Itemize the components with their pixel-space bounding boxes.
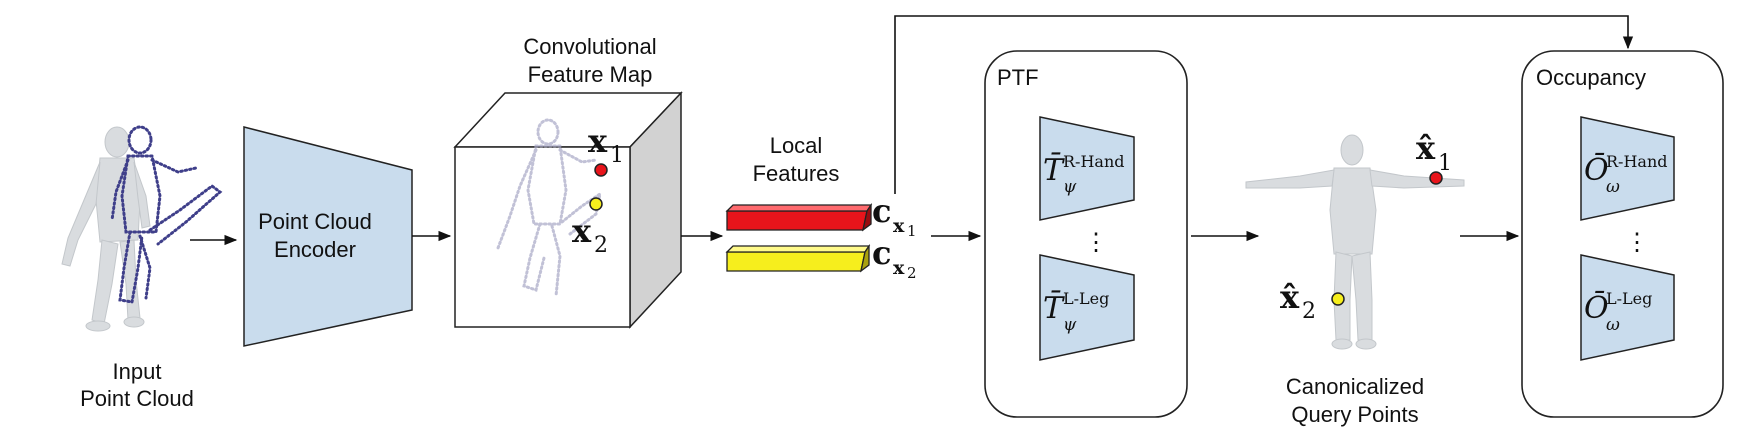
query-point-x1-label: x 1: [588, 122, 624, 168]
canonical-point-x2-yellow: [1331, 292, 1345, 306]
canonical-point-x1-label: x̂ 1: [1416, 129, 1452, 176]
ptf-r-hand-symbol: T̄ R-Hand ψ: [1043, 152, 1125, 197]
canonical-point-x2-label: x̂ 2: [1280, 278, 1316, 324]
svg-text:x: x: [572, 212, 592, 250]
canonical-body-figure: [1245, 134, 1465, 350]
ptf-r-hand-block: [1039, 116, 1135, 221]
occupancy-r-hand-symbol: Ō R-Hand ω: [1584, 152, 1668, 197]
featuremap-label-line1: Convolutional: [523, 34, 656, 59]
svg-text:ψ: ψ: [1063, 177, 1077, 197]
svg-text:T̄: T̄: [1043, 152, 1065, 188]
featuremap-label-line2: Feature Map: [528, 62, 653, 87]
local-features-label-line2: Features: [753, 161, 840, 186]
svg-text:x: x: [893, 257, 905, 279]
feature-vector-yellow: [725, 243, 871, 273]
svg-text:T̄: T̄: [1043, 290, 1065, 326]
ptf-title: PTF: [997, 65, 1039, 90]
svg-text:R-Hand: R-Hand: [1063, 152, 1125, 171]
local-features-label-line1: Local: [770, 133, 823, 158]
feature-map-cube: [453, 91, 683, 329]
feature-cx1-label: c x 1: [872, 192, 917, 240]
occupancy-l-leg-symbol: Ō L-Leg ω: [1584, 289, 1652, 335]
query-point-x2-label: x 2: [572, 212, 608, 258]
encoder-label-line2: Encoder: [274, 237, 356, 262]
input-label-line2: Point Cloud: [80, 386, 194, 411]
query-point-x1-red: [594, 163, 608, 177]
ptf-l-leg-symbol: T̄ L-Leg ψ: [1043, 289, 1109, 335]
svg-text:1: 1: [610, 143, 624, 168]
svg-text:x: x: [588, 122, 608, 160]
svg-text:Ō: Ō: [1584, 152, 1609, 188]
canonical-label-line1: Canonicalized: [1286, 374, 1424, 399]
svg-text:ω: ω: [1606, 177, 1620, 197]
svg-text:Ō: Ō: [1584, 290, 1609, 326]
svg-text:2: 2: [594, 233, 608, 258]
svg-text:x̂: x̂: [1280, 278, 1300, 316]
occupancy-title: Occupancy: [1536, 65, 1646, 90]
input-point-cloud-figure: [61, 125, 223, 332]
svg-text:L-Leg: L-Leg: [1063, 289, 1109, 308]
svg-text:x̂: x̂: [1416, 129, 1436, 167]
svg-text:1: 1: [907, 222, 917, 240]
input-label-line1: Input: [113, 359, 162, 384]
ptf-module: [984, 50, 1188, 418]
svg-text:R-Hand: R-Hand: [1606, 152, 1668, 171]
canonical-point-x1-red: [1429, 171, 1443, 185]
occupancy-r-hand-block: [1580, 116, 1675, 221]
svg-text:x: x: [893, 215, 905, 237]
point-cloud-encoder-block: [243, 126, 413, 347]
ptf-dots: ⋮: [1084, 228, 1108, 256]
svg-text:2: 2: [907, 264, 917, 282]
svg-text:1: 1: [1438, 151, 1452, 176]
svg-text:c: c: [872, 234, 891, 272]
encoder-label-line1: Point Cloud: [258, 209, 372, 234]
query-point-x2-yellow: [589, 197, 603, 211]
svg-text:ψ: ψ: [1063, 315, 1077, 335]
svg-text:2: 2: [1302, 299, 1316, 324]
arrow-features-to-occupancy: [894, 15, 1634, 194]
canonical-label-line2: Query Points: [1291, 402, 1418, 427]
feature-cx2-label: c x 2: [872, 234, 917, 282]
svg-text:ω: ω: [1606, 315, 1620, 335]
svg-text:L-Leg: L-Leg: [1606, 289, 1652, 308]
ptf-l-leg-block: [1039, 254, 1135, 361]
occupancy-l-leg-block: [1580, 254, 1675, 361]
svg-text:c: c: [872, 192, 891, 230]
feature-vector-red: [725, 202, 873, 232]
occupancy-dots: ⋮: [1625, 228, 1649, 256]
occupancy-module: [1521, 50, 1724, 418]
